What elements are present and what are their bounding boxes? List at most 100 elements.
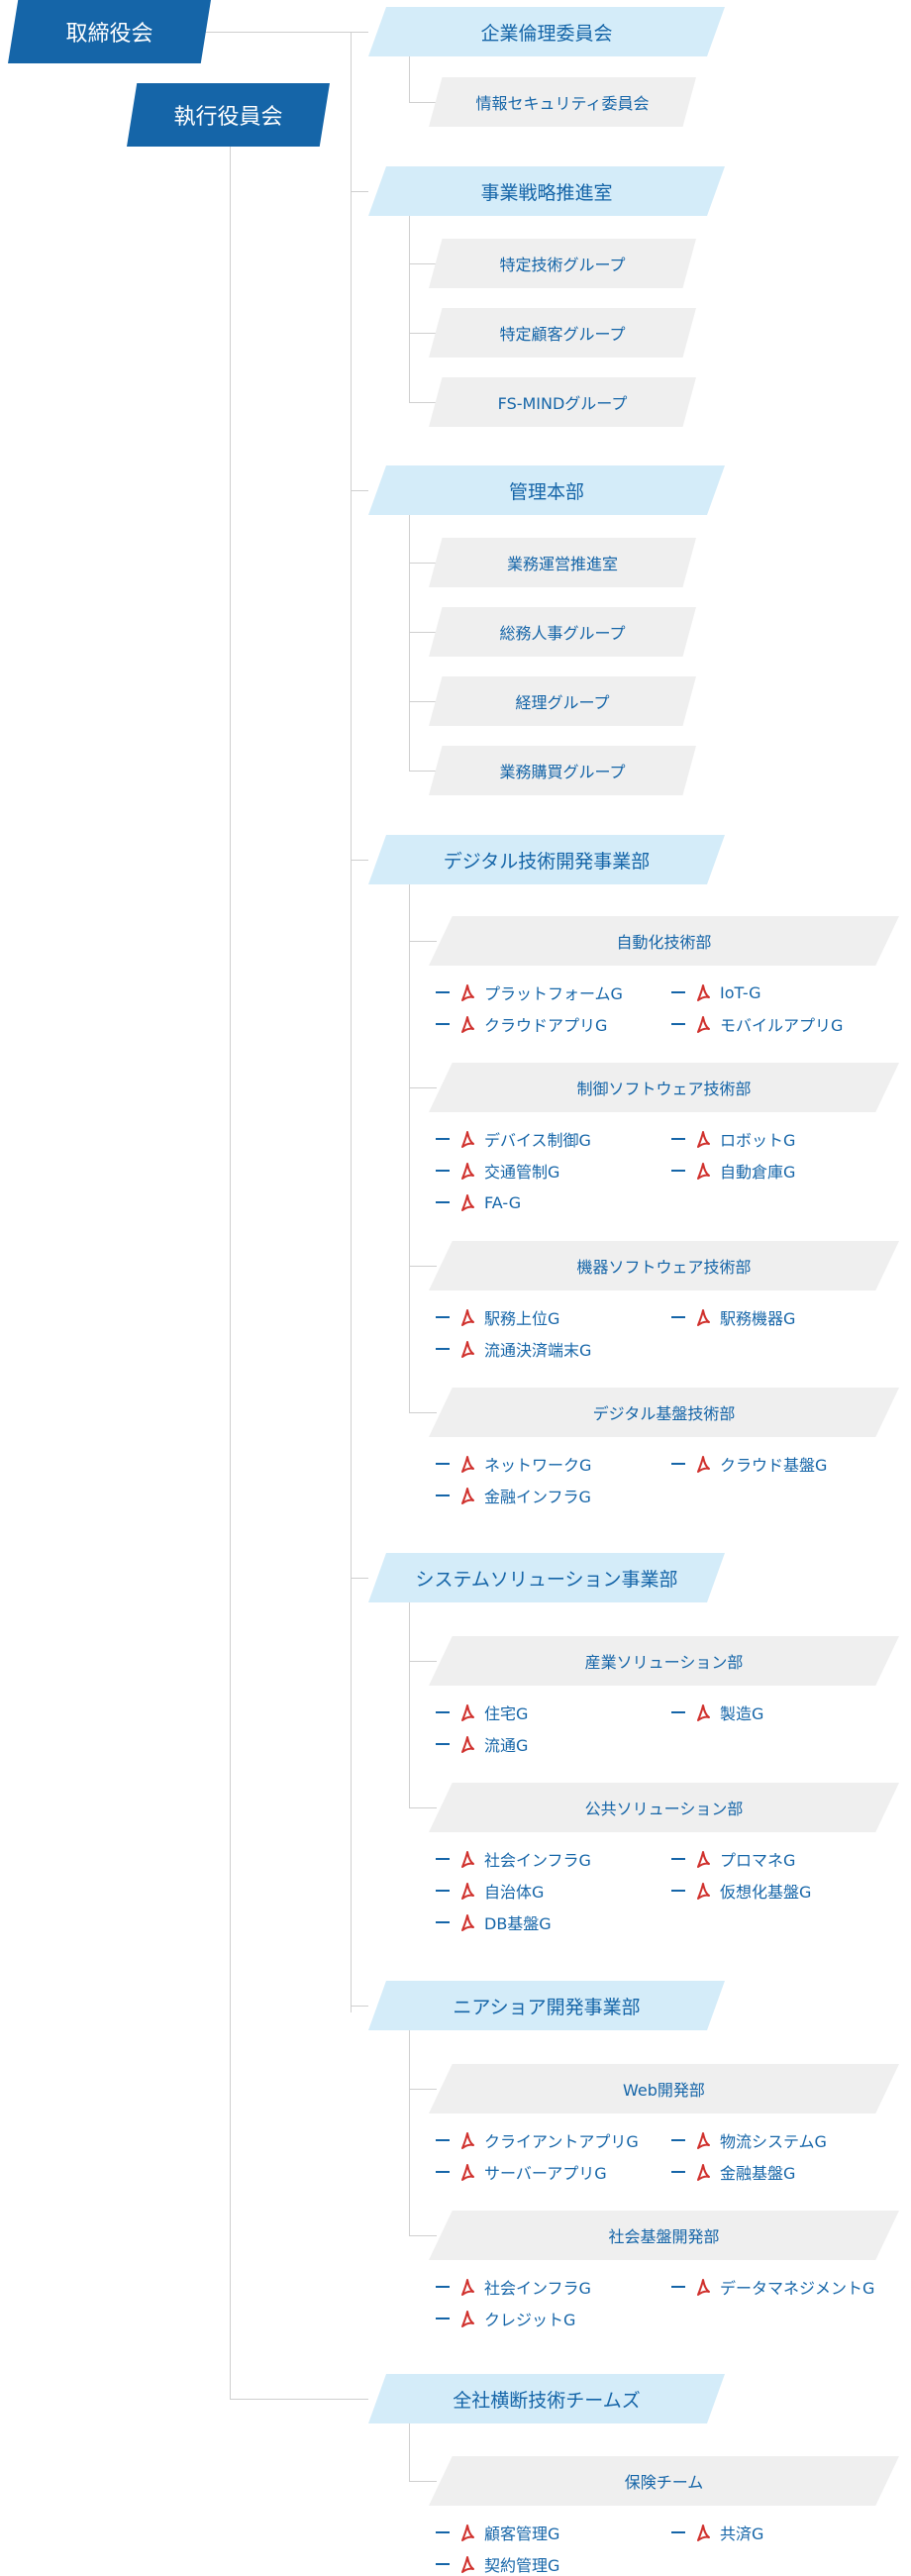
unit-specific-customer[interactable]: 特定顧客グループ bbox=[429, 308, 696, 358]
executive-committee[interactable]: 執行役員会 bbox=[127, 83, 330, 147]
group-item[interactable]: 流通G bbox=[436, 1732, 528, 1756]
dash-icon bbox=[436, 2563, 450, 2565]
system-h1 bbox=[409, 1661, 437, 1662]
group-item[interactable]: 自治体G bbox=[436, 1879, 544, 1903]
unit-info-security[interactable]: 情報セキュリティ委員会 bbox=[429, 77, 696, 127]
dept-control-software[interactable]: 制御ソフトウェア技術部 bbox=[429, 1063, 899, 1112]
division-nearshore[interactable]: ニアショア開発事業部 bbox=[368, 1981, 725, 2030]
dash-icon bbox=[436, 1348, 450, 1350]
group-item[interactable]: プロマネG bbox=[671, 1847, 795, 1871]
pdf-icon bbox=[695, 2524, 712, 2542]
dash-icon bbox=[671, 1711, 685, 1713]
group-item[interactable]: 駅務機器G bbox=[671, 1305, 795, 1329]
dept-social-infra-dev[interactable]: 社会基盤開発部 bbox=[429, 2211, 899, 2260]
digital-h4 bbox=[409, 1412, 437, 1413]
group-item[interactable]: 物流システムG bbox=[671, 2128, 827, 2152]
dept-automation[interactable]: 自動化技術部 bbox=[429, 916, 899, 966]
group-item[interactable]: ネットワークG bbox=[436, 1452, 591, 1476]
group-item[interactable]: DB基盤G bbox=[436, 1910, 552, 1934]
dept-device-software[interactable]: 機器ソフトウェア技術部 bbox=[429, 1241, 899, 1290]
group-item[interactable]: IoT-G bbox=[671, 980, 761, 1004]
unit-purchasing[interactable]: 業務購買グループ bbox=[429, 746, 696, 795]
dash-icon bbox=[436, 1138, 450, 1140]
group-label: DB基盤G bbox=[484, 1914, 552, 1933]
division-system[interactable]: システムソリューション事業部 bbox=[368, 1553, 725, 1602]
dash-icon bbox=[671, 1316, 685, 1318]
unit-fs-mind[interactable]: FS-MINDグループ bbox=[429, 377, 696, 427]
group-item[interactable]: FA-G bbox=[436, 1190, 521, 1214]
admin-h4 bbox=[409, 771, 437, 772]
group-item[interactable]: 交通管制G bbox=[436, 1159, 559, 1183]
division-digital[interactable]: デジタル技術開発事業部 bbox=[368, 835, 725, 884]
dash-icon bbox=[436, 1890, 450, 1892]
pdf-icon bbox=[459, 1850, 476, 1869]
group-item[interactable]: クラウド基盤G bbox=[671, 1452, 827, 1476]
group-item[interactable]: 流通決済端末G bbox=[436, 1337, 591, 1361]
unit-specific-tech[interactable]: 特定技術グループ bbox=[429, 239, 696, 288]
dept-industry-solution[interactable]: 産業ソリューション部 bbox=[429, 1636, 899, 1686]
exec-connector bbox=[230, 2399, 368, 2400]
division-ethics[interactable]: 企業倫理委員会 bbox=[368, 7, 725, 56]
group-item[interactable]: データマネジメントG bbox=[671, 2275, 874, 2299]
group-item[interactable]: クラウドアプリG bbox=[436, 1012, 607, 1036]
group-label: 顧客管理G bbox=[484, 2524, 560, 2543]
dash-icon bbox=[436, 1170, 450, 1172]
unit-general-hr[interactable]: 総務人事グループ bbox=[429, 607, 696, 657]
group-label: プラットフォームG bbox=[484, 984, 623, 1003]
group-item[interactable]: 顧客管理G bbox=[436, 2521, 559, 2544]
group-item[interactable]: 駅務上位G bbox=[436, 1305, 559, 1329]
division-strategy[interactable]: 事業戦略推進室 bbox=[368, 166, 725, 216]
group-item[interactable]: プラットフォームG bbox=[436, 980, 623, 1004]
division-admin[interactable]: 管理本部 bbox=[368, 465, 725, 515]
group-item[interactable]: クライアントアプリG bbox=[436, 2128, 639, 2152]
pdf-icon bbox=[459, 1162, 476, 1181]
dept-digital-infra[interactable]: デジタル基盤技術部 bbox=[429, 1388, 899, 1437]
group-label: ロボットG bbox=[720, 1131, 796, 1150]
group-item[interactable]: デバイス制御G bbox=[436, 1127, 591, 1151]
digital-h2 bbox=[409, 1087, 437, 1088]
digital-branch bbox=[409, 884, 410, 1412]
division-crosscut[interactable]: 全社横断技術チームズ bbox=[368, 2374, 725, 2423]
group-label: クライアントアプリG bbox=[484, 2132, 639, 2151]
group-label: データマネジメントG bbox=[720, 2279, 875, 2298]
group-label: 社会インフラG bbox=[484, 2279, 591, 2298]
pdf-icon bbox=[695, 2163, 712, 2182]
pdf-icon bbox=[695, 1015, 712, 1034]
dept-web-dev[interactable]: Web開発部 bbox=[429, 2064, 899, 2113]
group-item[interactable]: 社会インフラG bbox=[436, 1847, 591, 1871]
group-item[interactable]: サーバーアプリG bbox=[436, 2160, 607, 2184]
ethics-branch-h bbox=[409, 102, 437, 103]
unit-operations[interactable]: 業務運営推進室 bbox=[429, 538, 696, 587]
group-label: FA-G bbox=[484, 1192, 522, 1212]
group-item[interactable]: 金融インフラG bbox=[436, 1484, 591, 1507]
exec-trunk bbox=[230, 144, 231, 2399]
group-label: 契約管理G bbox=[484, 2556, 560, 2575]
group-item[interactable]: クレジットG bbox=[436, 2307, 575, 2330]
strategy-h3 bbox=[409, 402, 437, 403]
dash-icon bbox=[436, 1494, 450, 1496]
admin-h3 bbox=[409, 701, 437, 702]
dept-insurance-team[interactable]: 保険チーム bbox=[429, 2456, 899, 2506]
strategy-h1 bbox=[409, 263, 437, 264]
group-item[interactable]: モバイルアプリG bbox=[671, 1012, 843, 1036]
strategy-branch bbox=[409, 216, 410, 402]
group-item[interactable]: 仮想化基盤G bbox=[671, 1879, 811, 1903]
main-trunk bbox=[351, 32, 352, 2012]
group-item[interactable]: 自動倉庫G bbox=[671, 1159, 795, 1183]
group-item[interactable]: 共済G bbox=[671, 2521, 763, 2544]
dept-public-solution[interactable]: 公共ソリューション部 bbox=[429, 1783, 899, 1832]
unit-accounting[interactable]: 経理グループ bbox=[429, 676, 696, 726]
group-item[interactable]: ロボットG bbox=[671, 1127, 795, 1151]
group-label: デバイス制御G bbox=[484, 1131, 591, 1150]
board-of-directors[interactable]: 取締役会 bbox=[8, 0, 211, 63]
group-item[interactable]: 住宅G bbox=[436, 1700, 528, 1724]
group-item[interactable]: 製造G bbox=[671, 1700, 763, 1724]
dash-icon bbox=[436, 1023, 450, 1025]
group-item[interactable]: 社会インフラG bbox=[436, 2275, 591, 2299]
ethics-connector bbox=[351, 32, 368, 33]
group-item[interactable]: 金融基盤G bbox=[671, 2160, 795, 2184]
dash-icon bbox=[671, 1890, 685, 1892]
group-item[interactable]: 契約管理G bbox=[436, 2552, 559, 2576]
admin-h2 bbox=[409, 632, 437, 633]
group-label: 駅務上位G bbox=[484, 1309, 560, 1328]
